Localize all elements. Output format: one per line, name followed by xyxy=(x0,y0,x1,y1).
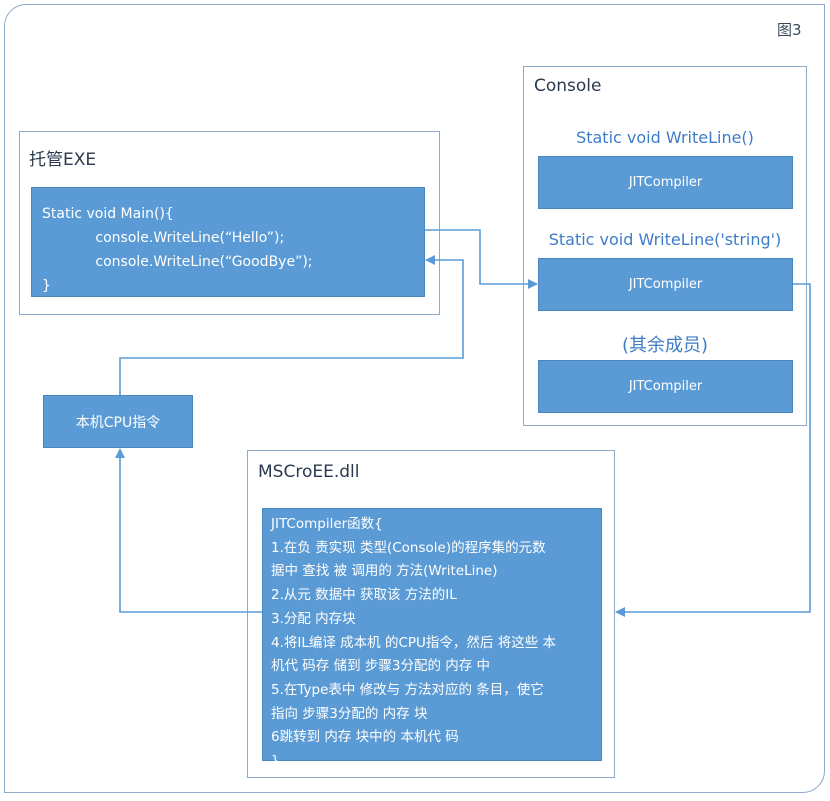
jit-to-mscoree-arrow xyxy=(615,283,811,617)
method-title: Static void WriteLine('string') xyxy=(548,230,782,249)
jit-compiler-function-block: JITCompiler函数{ 1.在负 责实现 类型(Console)的程序集的元… xyxy=(262,508,602,769)
main-code-block: Static void Main(){ console.WriteLine(“H… xyxy=(31,187,425,297)
dll-line: 6跳转到 内存 块中的 本机代 码 xyxy=(271,729,459,746)
dll-line: 指向 步骤3分配的 内存 块 xyxy=(271,705,428,722)
dll-line: 2.从元 数据中 获取该 方法的IL xyxy=(271,587,457,604)
method-title: Static void WriteLine() xyxy=(576,128,754,147)
figure-frame xyxy=(4,4,825,793)
native-cpu-box: 本机CPU指令 xyxy=(43,395,193,448)
jit-compiler-label: JITCompiler xyxy=(628,175,703,190)
console-title: Console xyxy=(534,76,602,96)
dll-line: 1.在负 责实现 类型(Console)的程序集的元数 xyxy=(271,539,546,556)
jit-compiler-box: JITCompiler xyxy=(538,258,793,311)
jit-compiler-label: JITCompiler xyxy=(628,277,703,292)
dll-line: JITCompiler函数{ xyxy=(271,516,383,532)
code-line: console.WriteLine(“GoodBye”); xyxy=(42,254,313,270)
jit-compiler-box: JITCompiler xyxy=(538,156,793,209)
jit-compiler-label: JITCompiler xyxy=(628,379,703,394)
dll-line: 4.将IL编译 成本机 的CPU指令，然后 将这些 本 xyxy=(271,634,556,651)
dll-line: 机代 码存 储到 步骤3分配的 内存 中 xyxy=(271,658,491,675)
dll-line: 3.分配 内存块 xyxy=(271,610,356,627)
dll-line: 据中 查找 被 调用的 方法(WriteLine) xyxy=(271,563,498,580)
code-line: } xyxy=(42,278,51,294)
managed-exe-title: 托管EXE xyxy=(29,150,97,170)
call-arrow xyxy=(425,229,538,289)
mscoree-to-native-arrow xyxy=(115,448,262,613)
code-line: console.WriteLine(“Hello”); xyxy=(42,230,285,246)
figure-label: 图3 xyxy=(777,21,802,39)
method-title: (其余成员) xyxy=(621,335,709,356)
dll-line: } xyxy=(271,753,280,770)
dll-line: 5.在Type表中 修改与 方法对应的 条目，使它 xyxy=(271,681,544,698)
native-cpu-label: 本机CPU指令 xyxy=(75,414,161,431)
code-line: Static void Main(){ xyxy=(42,206,174,222)
native-to-main-arrow xyxy=(119,255,464,395)
mscoree-title: MSCroEE.dll xyxy=(258,462,360,482)
jit-compiler-box: JITCompiler xyxy=(538,360,793,413)
